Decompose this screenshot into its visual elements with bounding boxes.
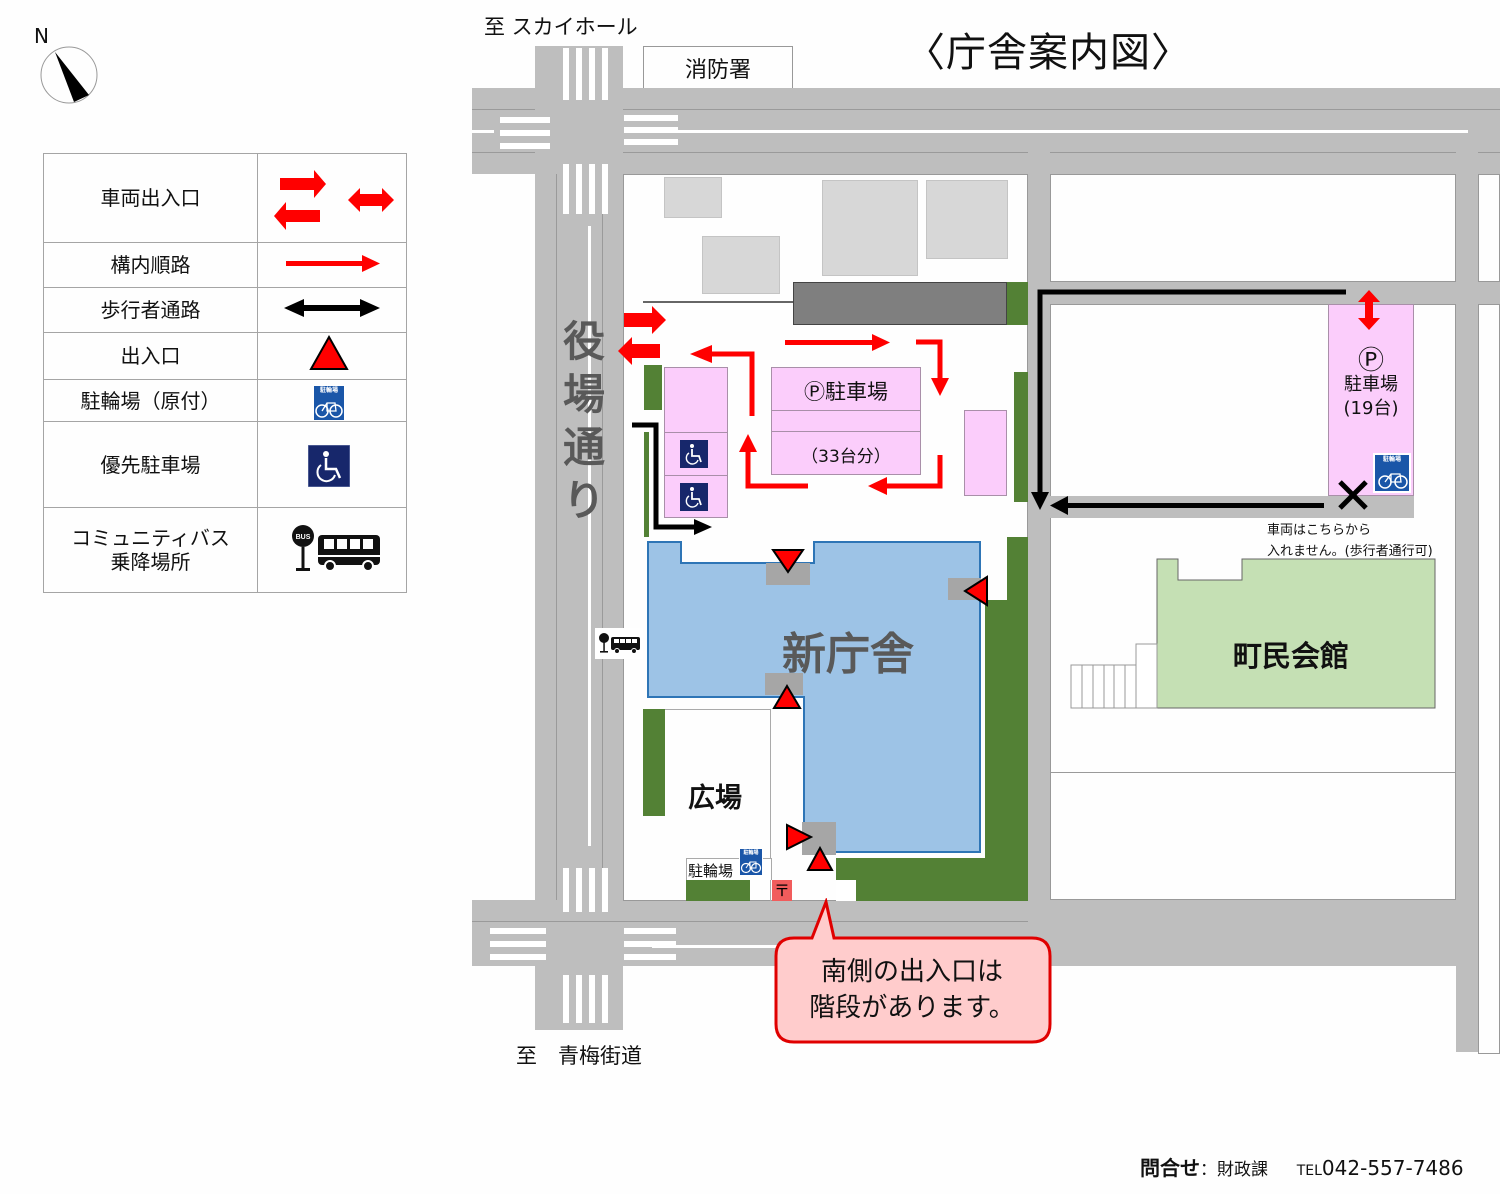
- hedge: [1007, 282, 1028, 325]
- wheelchair-icon: [680, 440, 708, 468]
- entrance-triangle-icon[interactable]: [806, 846, 834, 872]
- parking-symbol: Ⓟ: [1357, 346, 1384, 376]
- community-bus-stop[interactable]: [595, 628, 643, 659]
- far-east-block: [1478, 174, 1500, 282]
- pedestrian-route-arrow-icon: [1031, 289, 1346, 515]
- fire-station: 消防署: [643, 46, 793, 90]
- legend-icon-cell: [257, 287, 407, 333]
- east-parking-label: 駐車場: [1344, 374, 1398, 395]
- entrance-pad: [765, 673, 803, 695]
- bus-stop-icon: [599, 633, 640, 654]
- community-hall-building: [1070, 558, 1436, 709]
- compass-north-label: N: [34, 24, 49, 48]
- legend-row-route: 構内順路: [43, 242, 407, 288]
- contact-info: 問合せ：財政課 TEL042-557-7486: [1140, 1156, 1464, 1180]
- legend-row-bicycle: 駐輪場（原付） 駐輪場: [43, 379, 407, 422]
- dark-gray-structure: [793, 282, 1007, 325]
- legend-label: コミュニティバス 乗降場所: [43, 507, 258, 593]
- street-name-yakuba-dori: 役 場 通 り: [562, 317, 605, 525]
- route-arrows-icon: [618, 306, 949, 495]
- new-city-hall-label: 新庁舎: [782, 629, 914, 680]
- hedge: [644, 365, 662, 410]
- legend-row-entrance: 出入口: [43, 332, 407, 380]
- no-entry-x-icon: [1338, 480, 1368, 510]
- community-hall-label: 町民会館: [1233, 639, 1350, 673]
- legend-icon-cell: [257, 242, 407, 288]
- northeast-block: [1050, 174, 1456, 282]
- legend-icon-cell: 駐輪場: [257, 379, 407, 422]
- bicycle-parking-icon: 駐輪場: [739, 848, 763, 876]
- callout-bubble: [774, 898, 1052, 1044]
- legend-icon-cell: BUS: [257, 507, 407, 593]
- legend-label: 優先駐車場: [43, 421, 258, 508]
- new-city-hall-building: [647, 541, 981, 853]
- legend-icon-cell: [257, 421, 407, 508]
- main-parking-lot: [771, 367, 921, 475]
- far-east-block-lower: [1478, 304, 1500, 1054]
- legend-row-vehicle-entrance: 車両出入口: [43, 153, 407, 243]
- legend-label: 歩行者通路: [43, 287, 258, 333]
- legend-label: 駐輪場（原付）: [43, 379, 258, 422]
- entrance-triangle-icon[interactable]: [962, 575, 990, 607]
- bicycle-parking-icon: 駐輪場: [1373, 453, 1411, 493]
- legend-icon-cell: [257, 332, 407, 380]
- entrance-triangle-icon[interactable]: [785, 823, 813, 851]
- entrance-triangle-icon[interactable]: [770, 547, 806, 575]
- plaza-label: 広場: [688, 783, 742, 814]
- no-vehicle-notice-line2: 入れません。(歩行者通行可): [1267, 544, 1433, 559]
- legend-icon-cell: [257, 153, 407, 243]
- phone-number[interactable]: 042-557-7486: [1321, 1156, 1464, 1180]
- wheelchair-icon: [680, 483, 708, 511]
- hedge: [985, 600, 1007, 901]
- plaza-area: [665, 709, 771, 901]
- compass-needle-icon: [40, 46, 98, 104]
- hedge: [1007, 537, 1028, 901]
- no-vehicle-notice-line1: 車両はこちらから: [1267, 523, 1372, 538]
- neighbor-building: [926, 180, 1008, 259]
- hedge: [836, 858, 1007, 901]
- hedge: [686, 880, 750, 901]
- legend-row-priority-parking: 優先駐車場: [43, 421, 407, 508]
- bicycle-parking-icon: 駐輪場: [313, 384, 345, 421]
- bus-stop-icon: BUS: [292, 525, 380, 572]
- svg-text:BUS: BUS: [296, 534, 311, 541]
- bicycle-parking-label: 駐輪場: [688, 862, 734, 880]
- neighbor-building: [664, 177, 722, 218]
- legend-label: 車両出入口: [43, 153, 258, 243]
- pedestrian-route-arrow-icon: [632, 422, 712, 535]
- legend-label: 構内順路: [43, 242, 258, 288]
- hedge: [644, 432, 649, 537]
- hedge: [643, 709, 665, 816]
- vehicle-entrance-arrows-icon: [274, 170, 394, 230]
- north-destination-label: 至 スカイホール: [484, 15, 638, 39]
- legend-row-bus: コミュニティバス 乗降場所 BUS: [43, 507, 407, 593]
- legend-table: 車両出入口 構内順路 歩行者通路 出入口: [43, 153, 407, 593]
- parking-space-east: [964, 410, 1007, 496]
- neighbor-building: [822, 180, 918, 276]
- legend-row-pedestrian: 歩行者通路: [43, 287, 407, 333]
- post-office-icon: 〒: [772, 880, 792, 901]
- south-destination-label: 至 青梅街道: [516, 1044, 642, 1068]
- entrance-triangle-icon[interactable]: [772, 684, 802, 710]
- east-parking-capacity: (19台): [1343, 398, 1399, 419]
- stair-landing: [836, 880, 856, 901]
- entrance-pad: [766, 563, 810, 585]
- hedge: [1014, 372, 1028, 502]
- red-triangle-icon: [309, 334, 349, 370]
- red-route-arrow-icon: [286, 255, 380, 272]
- legend-label: 出入口: [43, 332, 258, 380]
- page-title: 〈庁舎案内図〉: [905, 30, 1192, 76]
- black-double-arrow-icon: [284, 299, 380, 317]
- neighbor-building: [702, 236, 780, 294]
- vehicle-entrance-double-arrow-icon: [1358, 290, 1380, 330]
- wheelchair-icon: [308, 444, 350, 487]
- main-parking-capacity: （33台分）: [801, 447, 891, 467]
- main-parking-label: Ⓟ駐車場: [804, 380, 888, 404]
- callout-text: 南側の出入口は 階段があります。: [809, 957, 1015, 1023]
